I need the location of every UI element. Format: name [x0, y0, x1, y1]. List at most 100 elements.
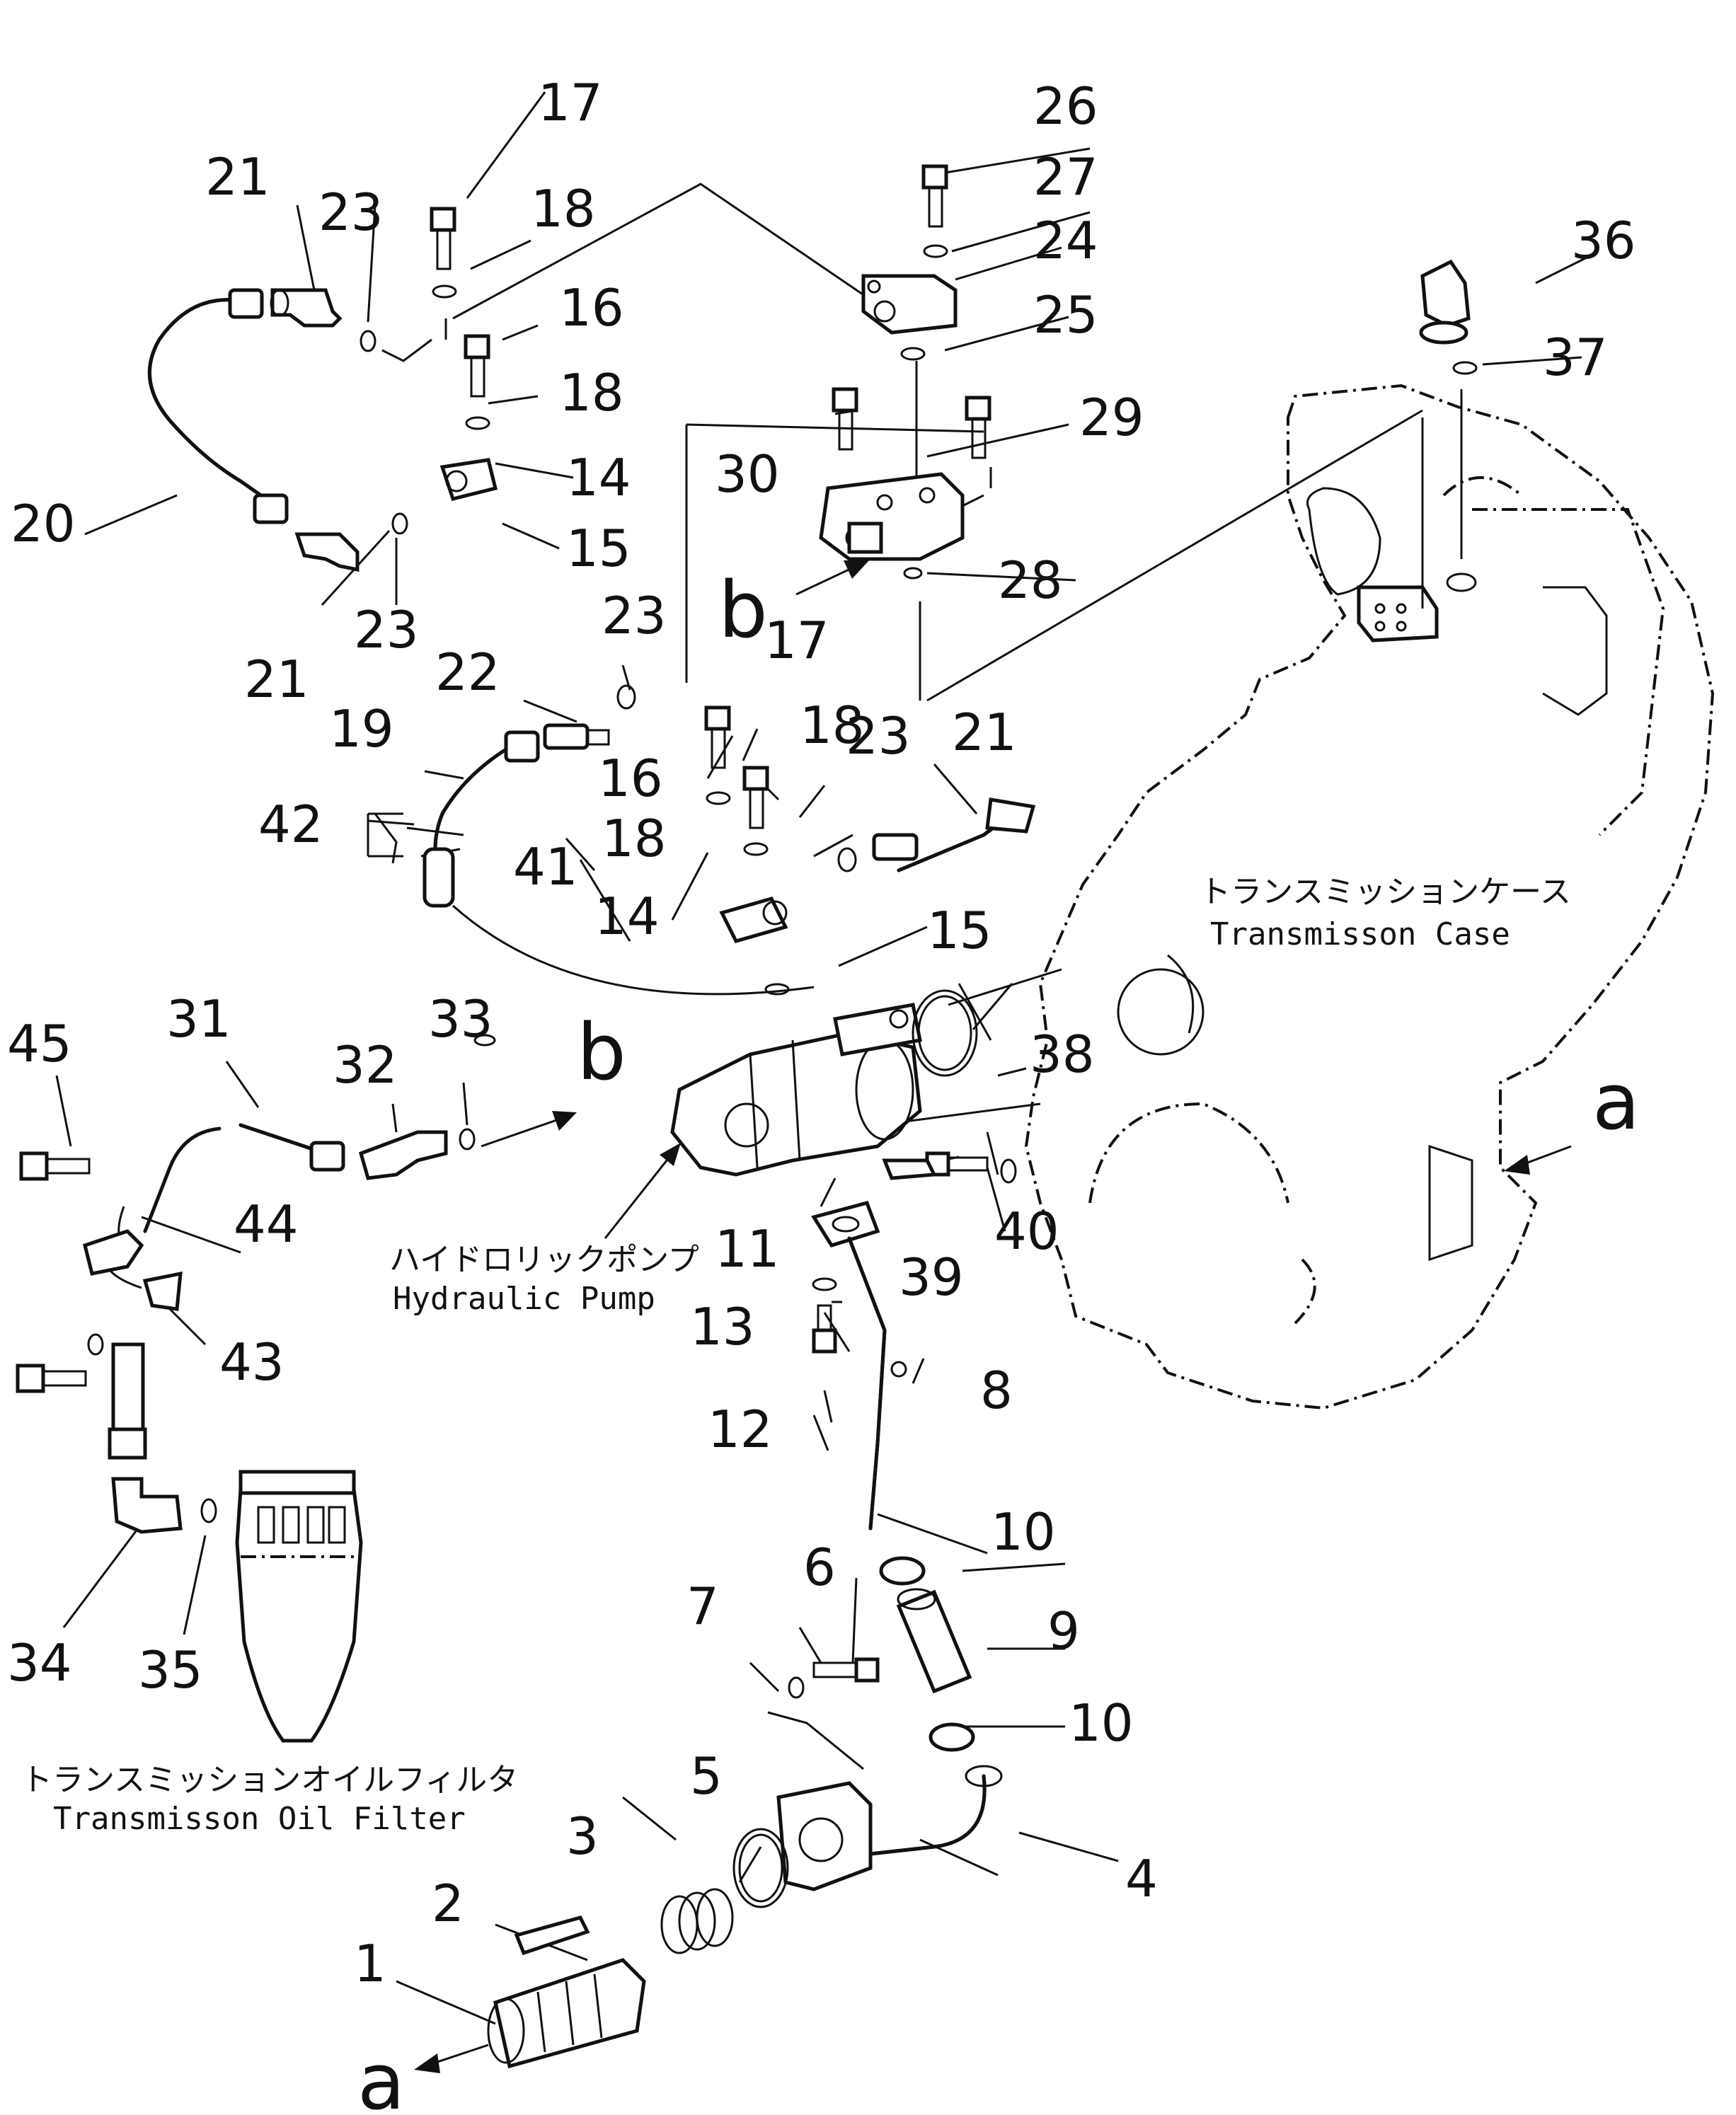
label-17-top: 17 — [538, 73, 603, 132]
label-25: 25 — [1033, 285, 1098, 345]
valve-block — [819, 472, 965, 561]
captions: トランスミッションケース Transmisson Case ハイドロリックポンプ… — [21, 874, 1571, 1837]
o-ring-5 — [732, 1828, 789, 1908]
label-44: 44 — [234, 1194, 299, 1254]
label-26: 26 — [1033, 76, 1098, 136]
part-number-labels: 17 21 23 18 16 18 14 15 20 23 21 23 22 1… — [7, 73, 1636, 1993]
label-1: 1 — [354, 1934, 386, 1993]
connector-22 — [543, 723, 610, 750]
label-45: 45 — [7, 1014, 72, 1073]
breather-36 — [1419, 259, 1471, 345]
clamps-10 — [879, 1556, 975, 1752]
caption-transmission-case-jp: トランスミッションケース — [1200, 874, 1571, 910]
label-16-b: 16 — [598, 749, 663, 808]
label-8: 8 — [980, 1361, 1013, 1420]
label-23-top: 23 — [318, 183, 384, 242]
hose-right-21 — [872, 797, 1036, 872]
label-14-b: 14 — [594, 887, 660, 946]
label-21-b: 21 — [244, 650, 309, 709]
label-32: 32 — [333, 1035, 398, 1095]
label-20: 20 — [11, 494, 76, 553]
label-7: 7 — [686, 1577, 719, 1636]
transmission-case-outline — [1024, 384, 1715, 1410]
caption-hydraulic-pump-jp: ハイドロリックポンプ — [389, 1242, 699, 1278]
label-17-b: 17 — [764, 611, 829, 670]
label-43: 43 — [219, 1332, 284, 1392]
oil-filter — [235, 1470, 363, 1743]
strainer-1 — [487, 1958, 646, 2069]
label-15-b: 15 — [927, 901, 992, 960]
view-letter-b-left: b — [577, 1007, 626, 1097]
label-14-a: 14 — [566, 448, 631, 507]
label-39: 39 — [899, 1247, 964, 1307]
label-23-b: 23 — [354, 600, 419, 659]
banjo-14-upper — [439, 458, 498, 501]
hose-20 — [147, 288, 289, 524]
label-24: 24 — [1033, 211, 1098, 270]
label-29: 29 — [1079, 388, 1144, 447]
label-18-d: 18 — [800, 696, 865, 755]
label-9: 9 — [1047, 1601, 1080, 1661]
bolts — [16, 164, 1017, 1699]
caption-oil-filter-en: Transmisson Oil Filter — [53, 1801, 466, 1837]
label-4: 4 — [1125, 1849, 1158, 1908]
label-18-a: 18 — [531, 179, 596, 238]
label-37: 37 — [1543, 328, 1608, 387]
leader-lines — [55, 91, 1593, 2025]
label-13: 13 — [690, 1297, 755, 1356]
gasket-38 — [912, 989, 978, 1077]
label-18-b: 18 — [559, 363, 624, 422]
label-35: 35 — [138, 1640, 203, 1700]
view-letters: b b a a — [357, 565, 1640, 2115]
label-31: 31 — [166, 989, 231, 1049]
label-30: 30 — [715, 444, 780, 504]
view-letter-a-bottom: a — [357, 2036, 405, 2115]
label-23-d: 23 — [846, 706, 911, 766]
view-letter-a-right: a — [1592, 1056, 1640, 1147]
banjo-14-lower — [719, 897, 788, 943]
label-18-c: 18 — [602, 809, 667, 868]
label-28: 28 — [998, 551, 1063, 610]
label-10-b: 10 — [1069, 1693, 1134, 1753]
label-42: 42 — [258, 795, 323, 854]
caption-oil-filter-jp: トランスミッションオイルフィルタ — [21, 1762, 518, 1798]
label-15-a: 15 — [566, 519, 631, 578]
label-41: 41 — [513, 837, 578, 897]
label-27: 27 — [1033, 147, 1098, 207]
label-38: 38 — [1030, 1025, 1095, 1084]
label-3: 3 — [566, 1806, 599, 1866]
label-11: 11 — [715, 1219, 780, 1279]
pipe-8 — [811, 1201, 907, 1531]
label-6: 6 — [803, 1538, 836, 1597]
spring-3 — [660, 1888, 734, 1954]
vertical-hose-left — [108, 1342, 147, 1460]
label-33: 33 — [428, 989, 493, 1049]
view-letter-b-mid: b — [718, 565, 768, 655]
label-10-a: 10 — [991, 1502, 1056, 1562]
label-21-top: 21 — [205, 147, 270, 207]
direction-arrows — [414, 560, 1572, 2073]
elbow-21-lower — [294, 532, 360, 572]
elbow-32 — [358, 1130, 448, 1180]
label-23-c: 23 — [602, 586, 667, 645]
elbow-34 — [111, 1477, 183, 1534]
elbow-4 — [776, 1765, 1003, 1891]
elbow-21-upper — [270, 288, 343, 328]
o-rings — [200, 330, 1478, 1523]
block-24 — [861, 274, 958, 335]
label-36: 36 — [1571, 211, 1636, 270]
label-22: 22 — [435, 642, 500, 702]
label-16-a: 16 — [559, 278, 624, 338]
hydraulic-pump — [670, 1003, 937, 1180]
clamp-41-42 — [367, 812, 455, 908]
left-hose-31 — [143, 1123, 345, 1233]
caption-transmission-case-en: Transmisson Case — [1210, 916, 1510, 952]
label-2: 2 — [432, 1874, 464, 1933]
bracket-43-44 — [83, 1229, 183, 1311]
hose-9 — [896, 1588, 972, 1694]
label-21-c: 21 — [952, 703, 1017, 762]
label-19: 19 — [329, 699, 394, 759]
label-12: 12 — [708, 1400, 773, 1459]
label-40: 40 — [994, 1201, 1059, 1261]
